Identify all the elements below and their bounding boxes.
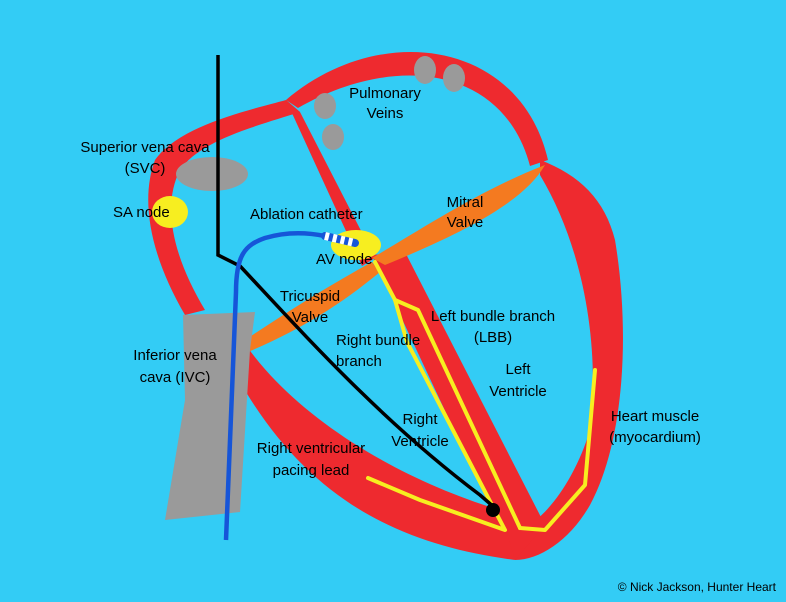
label-line: Tricuspid	[280, 288, 340, 305]
label-line: (myocardium)	[609, 429, 701, 446]
label-ablation-catheter: Ablation catheter	[250, 206, 363, 223]
his-bundle	[373, 260, 397, 302]
label-svc: Superior vena cava (SVC)	[80, 139, 210, 177]
pacing-lead	[216, 55, 497, 510]
left-ventricular-wall	[515, 160, 623, 560]
sa-node	[152, 196, 188, 228]
label-line: Ablation catheter	[250, 206, 363, 223]
mitral-valve	[372, 165, 545, 265]
pulmonary-vein-2	[443, 64, 465, 92]
label-line: Valve	[447, 214, 483, 231]
label-line: Right ventricular	[257, 440, 365, 457]
label-av-node: AV node	[316, 251, 372, 268]
pulmonary-vein-3	[314, 93, 336, 119]
label-line: Veins	[367, 105, 404, 122]
conduction-bundles	[366, 260, 597, 532]
label-line: Mitral	[447, 194, 484, 211]
label-line: Right bundle	[336, 332, 420, 349]
right-bundle-branch	[366, 298, 507, 532]
label-line: pacing lead	[273, 462, 350, 479]
label-line: Ventricle	[489, 383, 547, 400]
label-line: Right	[402, 411, 438, 428]
label-line: Valve	[292, 309, 328, 326]
atrial-roof	[286, 52, 548, 166]
label-line: cava (IVC)	[140, 369, 211, 386]
label-line: AV node	[316, 251, 372, 268]
pulmonary-vein-4	[322, 124, 344, 150]
pulmonary-vein-1	[414, 56, 436, 84]
label-line: (SVC)	[125, 160, 166, 177]
interatrial-septum	[286, 100, 375, 266]
interventricular-septum	[372, 252, 545, 560]
label-lbb: Left bundle branch (LBB)	[431, 308, 555, 346]
label-ivc: Inferior vena cava (IVC)	[133, 347, 217, 386]
label-line: branch	[336, 353, 382, 370]
svc	[176, 157, 248, 191]
pacing-lead-tip	[486, 503, 500, 517]
label-line: Pulmonary	[349, 85, 421, 102]
ablation-catheter-tip	[321, 232, 359, 247]
label-line: Left bundle branch	[431, 308, 555, 325]
label-right-bundle-branch: Right bundle branch	[336, 332, 420, 370]
label-line: Ventricle	[391, 433, 449, 450]
right-atrial-wall	[148, 100, 300, 315]
tricuspid-valve	[245, 262, 380, 352]
label-line: Superior vena cava	[80, 139, 210, 156]
label-pacing-lead: Right ventricular pacing lead	[257, 440, 365, 479]
label-line: (LBB)	[474, 329, 512, 346]
label-line: Left	[505, 361, 531, 378]
label-line: Inferior vena	[133, 347, 217, 364]
pulmonary-veins	[314, 56, 465, 150]
label-sa-node: SA node	[113, 204, 170, 221]
credit-text: © Nick Jackson, Hunter Heart	[618, 580, 777, 594]
label-line: Heart muscle	[611, 408, 699, 425]
left-bundle-branch	[393, 298, 522, 530]
left-ventricle-purkinje	[518, 368, 597, 532]
label-heart-muscle: Heart muscle (myocardium)	[609, 408, 701, 446]
ablation-catheter	[223, 231, 326, 541]
label-line: SA node	[113, 204, 170, 221]
